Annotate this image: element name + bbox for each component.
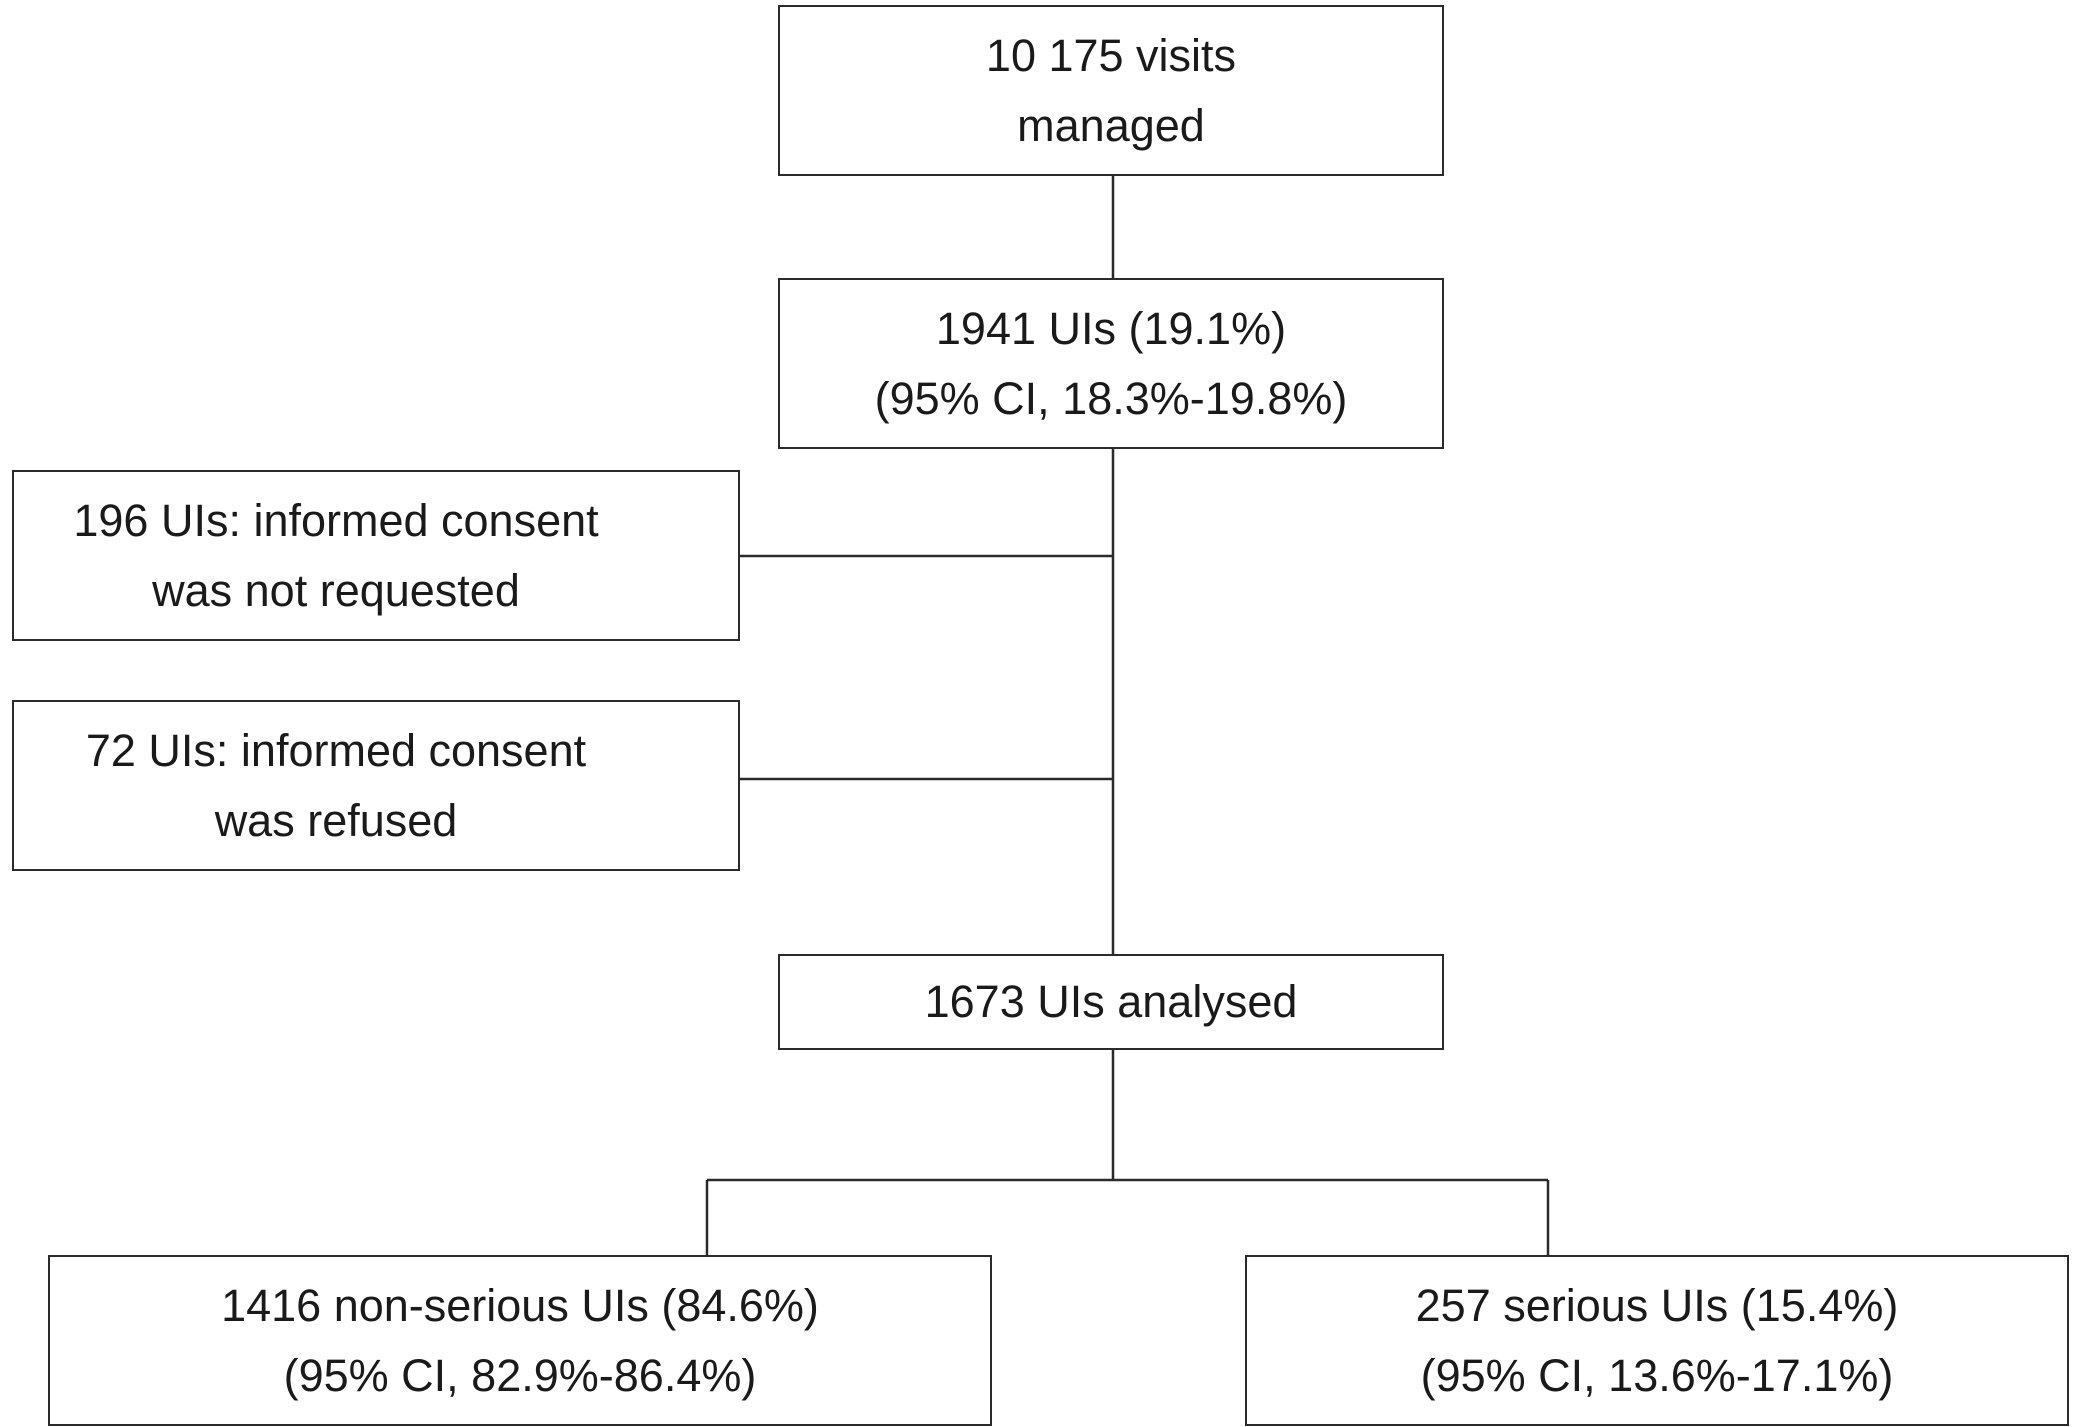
consent-not-requested-box: 196 UIs: informed consent was not reques… (12, 470, 740, 641)
non-serious-line-1: 1416 non-serious UIs (84.6%) (221, 1279, 819, 1331)
not-requested-line-2: was not requested (152, 564, 520, 616)
serious-line-2: (95% CI, 13.6%-17.1%) (1420, 1349, 1894, 1401)
uis-total-line-1: 1941 UIs (19.1%) (935, 302, 1287, 354)
visits-line-1: 10 175 visits (985, 29, 1237, 81)
uis-total-line-2: (95% CI, 18.3%-19.8%) (874, 372, 1348, 424)
serious-line-1: 257 serious UIs (15.4%) (1415, 1279, 1899, 1331)
refused-line-2: was refused (214, 794, 458, 846)
non-serious-line-2: (95% CI, 82.9%-86.4%) (283, 1349, 757, 1401)
analysed-line-1: 1673 UIs analysed (924, 976, 1298, 1027)
non-serious-uis-box: 1416 non-serious UIs (84.6%) (95% CI, 82… (48, 1255, 992, 1426)
not-requested-line-1: 196 UIs: informed consent (73, 494, 599, 546)
uis-analysed-box: 1673 UIs analysed (778, 954, 1444, 1050)
consent-refused-box: 72 UIs: informed consent was refused (12, 700, 740, 871)
visits-line-2: managed (1017, 99, 1205, 151)
visits-managed-box: 10 175 visits managed (778, 5, 1444, 176)
refused-line-1: 72 UIs: informed consent (85, 724, 587, 776)
uis-total-box: 1941 UIs (19.1%) (95% CI, 18.3%-19.8%) (778, 278, 1444, 449)
serious-uis-box: 257 serious UIs (15.4%) (95% CI, 13.6%-1… (1245, 1255, 2069, 1426)
